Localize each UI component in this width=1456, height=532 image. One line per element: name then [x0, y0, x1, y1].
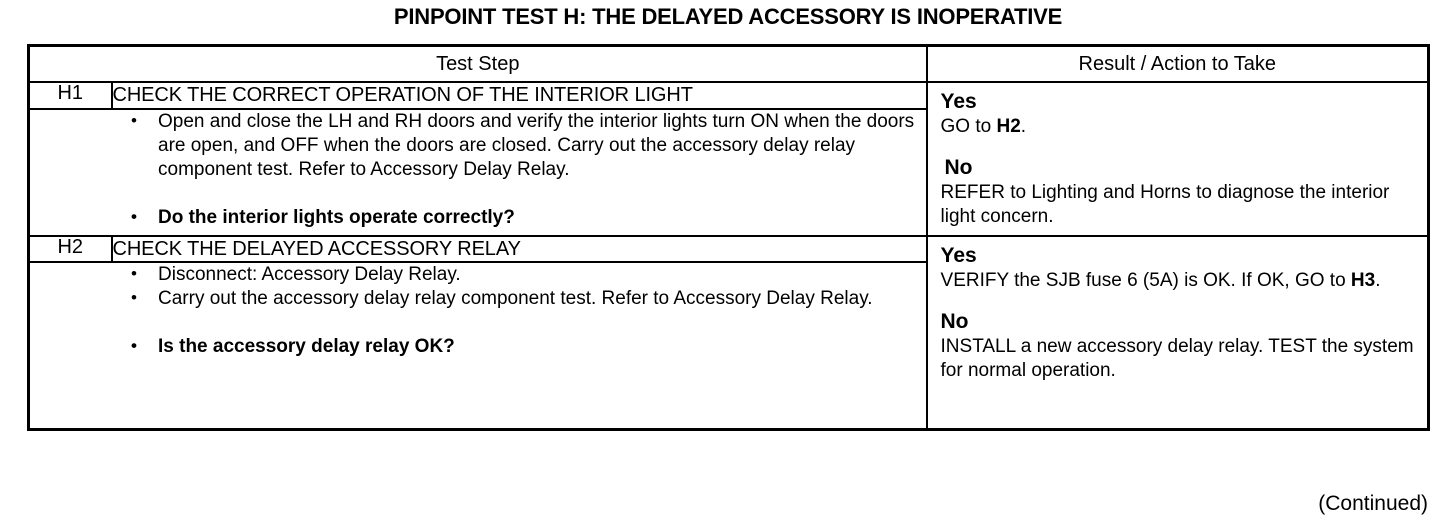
result-yes-text-h1: GO to H2.	[941, 115, 1420, 139]
list-item: Disconnect: Accessory Delay Relay.	[30, 262, 926, 287]
result-no-text-h1: REFER to Lighting and Horns to diagnose …	[940, 182, 1390, 227]
continued-label: (Continued)	[1318, 492, 1428, 515]
list-item: Do the interior lights operate correctly…	[30, 205, 926, 230]
table-header-row: Test Step Result / Action to Take	[27, 44, 1430, 83]
result-no-label-h2: No	[940, 310, 969, 333]
table-row: H1 CHECK THE CORRECT OPERATION OF THE IN…	[27, 80, 1430, 237]
step-id-h2: H2	[27, 235, 113, 263]
result-no-label-h1: No	[944, 156, 973, 179]
step-body-h1: Open and close the LH and RH doors and v…	[27, 108, 928, 237]
result-gap-h2	[941, 293, 1420, 309]
step-body-h2: Disconnect: Accessory Delay Relay. Carry…	[27, 261, 928, 431]
page-title: PINPOINT TEST H: THE DELAYED ACCESSORY I…	[393, 4, 1063, 29]
table-row: Disconnect: Accessory Delay Relay. Carry…	[27, 261, 1429, 431]
result-yes-label-h2: Yes	[940, 244, 977, 267]
step-bullets-h2: Disconnect: Accessory Delay Relay. Carry…	[30, 262, 926, 359]
step-id-h1: H1	[27, 80, 113, 111]
result-yes-text-post-h1: .	[1020, 116, 1027, 137]
result-cell-h1: Yes GO to H2. No REFER to Lighting and H…	[925, 81, 1430, 237]
list-item: Is the accessory delay relay OK?	[30, 334, 926, 359]
result-yes-text-post-h2: .	[1375, 270, 1381, 291]
pinpoint-test-table: Test Step Result / Action to Take H1 CHE…	[27, 44, 1431, 431]
list-item: Carry out the accessory delay relay comp…	[30, 286, 926, 311]
table-row: Open and close the LH and RH doors and v…	[27, 108, 1429, 237]
step-heading-h2: CHECK THE DELAYED ACCESSORY RELAY	[110, 235, 928, 263]
result-inner-h2: Yes VERIFY the SJB fuse 6 (5A) is OK. If…	[928, 237, 1428, 389]
result-yes-ref-h1: H2	[996, 116, 1021, 137]
column-header-test-step: Test Step	[27, 44, 928, 83]
step-heading-h1: CHECK THE CORRECT OPERATION OF THE INTER…	[110, 80, 928, 111]
result-yes-label-h1: Yes	[940, 90, 977, 113]
result-no-text-h2: INSTALL a new accessory delay relay. TES…	[940, 336, 1414, 381]
result-yes-text-h2: VERIFY the SJB fuse 6 (5A) is OK. If OK,…	[941, 269, 1420, 293]
result-yes-text-pre-h2: VERIFY the SJB fuse 6 (5A) is OK. If OK,…	[940, 270, 1351, 291]
step-bullets-h1: Open and close the LH and RH doors and v…	[30, 109, 926, 230]
result-gap-h1	[941, 139, 1420, 155]
table-row: H2 CHECK THE DELAYED ACCESSORY RELAY Yes…	[27, 235, 1430, 431]
result-yes-ref-h2: H3	[1350, 270, 1376, 291]
result-cell-h2: Yes VERIFY the SJB fuse 6 (5A) is OK. If…	[925, 235, 1430, 431]
list-item: Open and close the LH and RH doors and v…	[30, 109, 926, 182]
column-header-result: Result / Action to Take	[925, 44, 1430, 83]
result-inner-h1: Yes GO to H2. No REFER to Lighting and H…	[928, 83, 1428, 235]
result-yes-text-pre-h1: GO to	[940, 116, 997, 137]
